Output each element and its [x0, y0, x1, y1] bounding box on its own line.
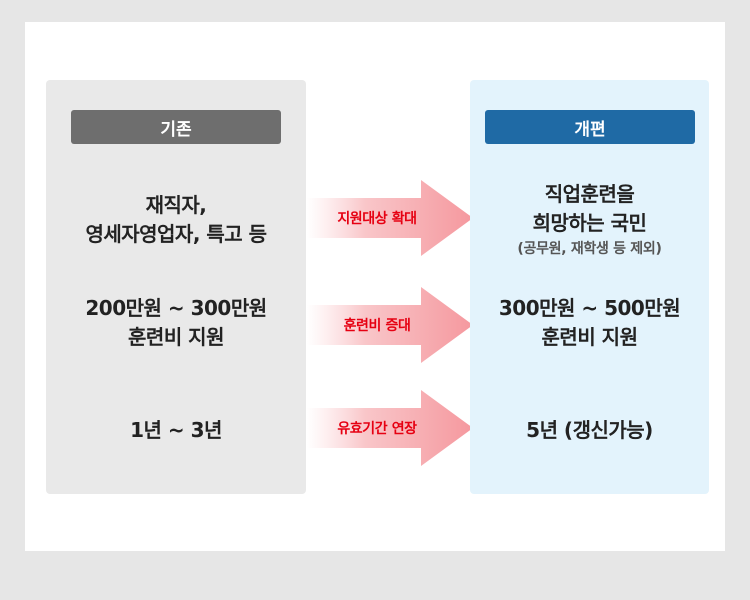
- arrow-period-label: 유효기간 연장: [337, 421, 417, 437]
- before-period: 1년 ~ 3년: [46, 410, 306, 450]
- arrow-target-label: 지원대상 확대: [337, 211, 417, 227]
- after-target: 직업훈련을 희망하는 국민 (공무원, 재학생 등 제외): [470, 178, 709, 262]
- diagram-canvas: 기존 재직자, 영세자영업자, 특고 등 200만원 ~ 300만원 훈련비 지…: [25, 22, 725, 551]
- after-target-note: (공무원, 재학생 등 제외): [517, 241, 662, 257]
- before-target-line1: 재직자,: [145, 193, 207, 217]
- arrow-period: 유효기간 연장: [307, 390, 473, 466]
- after-period: 5년 (갱신가능): [470, 410, 709, 450]
- after-target-line1: 직업훈련을: [544, 182, 635, 206]
- after-amount-line2: 훈련비 지원: [541, 325, 638, 349]
- arrow-target: 지원대상 확대: [307, 180, 473, 256]
- after-amount: 300만원 ~ 500만원 훈련비 지원: [470, 283, 709, 363]
- before-amount-line2: 훈련비 지원: [128, 325, 224, 349]
- before-period-text: 1년 ~ 3년: [130, 417, 222, 442]
- arrow-amount: 훈련비 증대: [307, 287, 473, 363]
- arrow-amount-label: 훈련비 증대: [343, 318, 411, 334]
- after-panel: 개편 직업훈련을 희망하는 국민 (공무원, 재학생 등 제외) 300만원 ~…: [470, 80, 709, 494]
- before-header: 기존: [71, 110, 281, 144]
- before-amount-line1: 200만원 ~ 300만원: [85, 296, 267, 320]
- before-target: 재직자, 영세자영업자, 특고 등: [46, 180, 306, 260]
- before-panel: 기존 재직자, 영세자영업자, 특고 등 200만원 ~ 300만원 훈련비 지…: [46, 80, 306, 494]
- arrow-right-icon: [307, 287, 473, 363]
- after-period-text: 5년 (갱신가능): [526, 417, 653, 442]
- before-target-line2: 영세자영업자, 특고 등: [85, 222, 267, 246]
- after-header: 개편: [485, 110, 695, 144]
- arrow-right-icon: [307, 180, 473, 256]
- arrow-right-icon: [307, 390, 473, 466]
- before-amount: 200만원 ~ 300만원 훈련비 지원: [46, 283, 306, 363]
- after-amount-line1: 300만원 ~ 500만원: [498, 296, 681, 320]
- after-target-line2: 희망하는 국민: [532, 211, 647, 235]
